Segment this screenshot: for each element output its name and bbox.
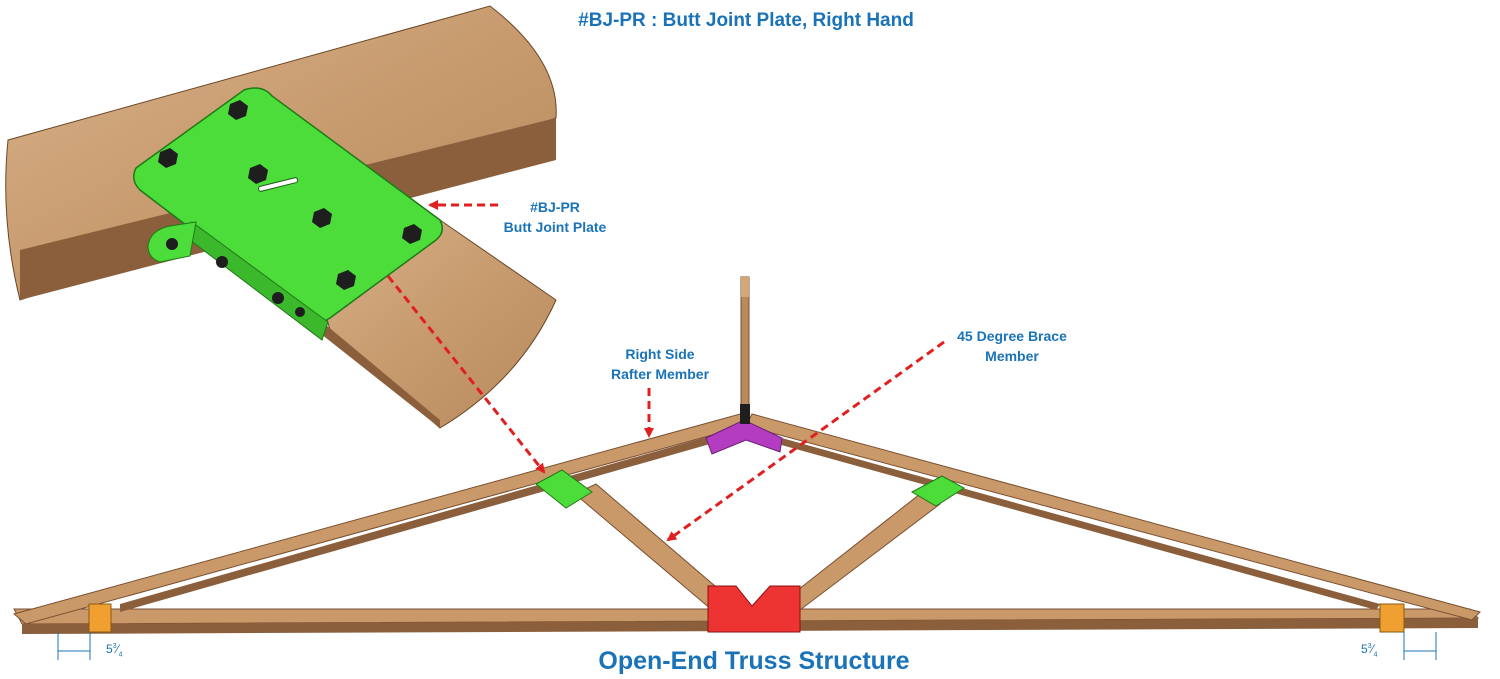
center-plate [707, 585, 801, 633]
right-rafter-edge [756, 432, 1380, 610]
plate-callout-label: #BJ-PR Butt Joint Plate [504, 197, 607, 237]
left-butt-joint-plate [535, 469, 593, 509]
brace-callout-label: 45 Degree Brace Member [957, 326, 1067, 366]
right-rafter-member [745, 413, 1481, 621]
inset-bolts [158, 100, 422, 317]
truss-members [12, 276, 1481, 634]
inset-angled-beam-edge [316, 320, 440, 428]
dimension-lines [57, 632, 1437, 660]
king-post-top [741, 277, 749, 297]
left-dim-den: 4 [118, 651, 123, 659]
page-title: #BJ-PR : Butt Joint Plate, Right Hand [578, 10, 914, 31]
inset-detail [5, 5, 557, 429]
plate-callout-line2: Butt Joint Plate [503, 219, 607, 235]
inset-plate-slot [258, 177, 299, 192]
rafter-callout-line2: Rafter Member [610, 366, 710, 382]
truss-plates [88, 404, 1405, 633]
right-dim-whole: 5 [1361, 642, 1368, 656]
figure-caption: Open-End Truss Structure [598, 647, 910, 675]
brace-callout-arrow [666, 340, 945, 542]
right-dim-den: 4 [1373, 651, 1378, 659]
inset-to-truss-arrow [386, 275, 546, 474]
rafter-callout-line1: Right Side [625, 346, 695, 362]
inset-butt-joint-plate [133, 87, 443, 323]
left-rafter-edge [120, 424, 752, 612]
peak-bracket [740, 404, 750, 424]
brace-callout-line1: 45 Degree Brace [957, 328, 1067, 344]
brace-callout-line2: Member [985, 348, 1039, 364]
plate-callout-line1: #BJ-PR [530, 199, 580, 215]
left-rafter-member [12, 413, 754, 625]
right-overhang-dimension: 53⁄4 [1361, 642, 1378, 659]
right-brace-member [778, 493, 941, 611]
right-dim-num: 3 [1367, 643, 1372, 650]
right-butt-joint-plate [910, 475, 965, 507]
left-overhang-dimension: 53⁄4 [106, 642, 123, 659]
right-heel-plate [1379, 603, 1405, 633]
left-dim-whole: 5 [106, 642, 113, 656]
left-heel-plate [88, 603, 112, 633]
left-dim-num: 3 [112, 643, 117, 650]
rafter-callout-label: Right Side Rafter Member [611, 344, 709, 384]
callout-arrows [386, 200, 945, 542]
